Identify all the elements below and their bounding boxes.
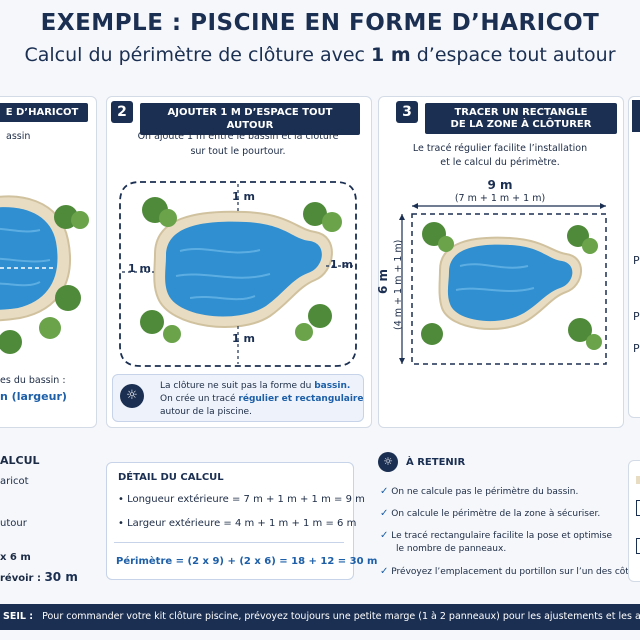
pool-water bbox=[165, 221, 322, 317]
hint-text: On crée un tracé bbox=[160, 394, 239, 404]
page-title: EXEMPLE : PISCINE EN FORME D’HARICOT bbox=[40, 10, 600, 36]
left-calc-heading: ALCUL bbox=[0, 454, 40, 467]
lightbulb-icon: ☼ bbox=[120, 384, 144, 408]
step2-dim-left: 1 m bbox=[128, 262, 151, 275]
step2-number: 2 bbox=[111, 101, 133, 123]
step2-hint-box bbox=[112, 374, 364, 422]
plant-icon bbox=[582, 238, 598, 254]
retenir-text: On calcule le périmètre de la zone à séc… bbox=[391, 509, 601, 519]
step2-dim-bottom: 1 m bbox=[232, 332, 255, 345]
subtitle-text: Calcul du périmètre de clôture avec bbox=[24, 44, 372, 66]
step2-desc-line1: On ajoute 1 m entre le bassin et la clôt… bbox=[137, 131, 339, 142]
step3-tag-line2: DE LA ZONE À CLÔTURER bbox=[425, 118, 617, 134]
step3-rect-illustration bbox=[399, 203, 607, 365]
result-label: révoir : bbox=[0, 573, 45, 584]
calc-width-line: • Largeur extérieure = 4 m + 1 m + 1 m =… bbox=[118, 518, 357, 529]
retenir-text: Le tracé rectangulaire facilite la pose … bbox=[391, 531, 613, 541]
subtitle-highlight: 1 m bbox=[371, 44, 411, 66]
right-edge-panel bbox=[628, 460, 640, 582]
step2-hint-line1: La clôture ne suit pas la forme du bassi… bbox=[160, 380, 350, 393]
left-calc-line3: x 6 m bbox=[0, 552, 31, 563]
hint-text: La clôture ne suit pas la forme du bbox=[160, 381, 315, 391]
step4-tag-stub bbox=[632, 100, 640, 132]
plant-icon bbox=[39, 317, 61, 339]
right-edge-swatch bbox=[636, 500, 640, 516]
plant-icon bbox=[0, 330, 22, 354]
right-edge-swatch bbox=[636, 476, 640, 484]
step3-width-detail: (7 m + 1 m + 1 m) bbox=[454, 193, 546, 204]
result-value: 30 m bbox=[44, 570, 78, 584]
footer-banner: SEIL : Pour commander votre kit clôture … bbox=[0, 604, 640, 630]
step3-number: 3 bbox=[396, 101, 418, 123]
hint-highlight: régulier et rectangulaire bbox=[238, 394, 364, 404]
fence-outline bbox=[119, 181, 357, 367]
step1-desc: assin bbox=[6, 131, 31, 142]
retenir-text: On ne calcule pas le périmètre du bassin… bbox=[391, 487, 579, 497]
step4-letter: P bbox=[633, 254, 640, 267]
step2-desc-line2: sur tout le pourtour. bbox=[190, 146, 286, 157]
retenir-item-cont: le nombre de panneaux. bbox=[396, 544, 507, 554]
plant-icon bbox=[438, 236, 454, 252]
hint-highlight: bassin. bbox=[314, 381, 351, 391]
retenir-item: ✓ Prévoyez l’emplacement du portillon su… bbox=[380, 566, 640, 578]
step1-tag: E D’HARICOT bbox=[0, 103, 88, 122]
plant-icon bbox=[163, 325, 181, 343]
left-calc-line2: utour bbox=[0, 518, 27, 529]
step2-dim-right: 1 m bbox=[330, 258, 353, 271]
step4-panel bbox=[628, 96, 640, 418]
left-calc-line1: aricot bbox=[0, 476, 29, 487]
calc-length-line: • Longueur extérieure = 7 m + 1 m + 1 m … bbox=[118, 494, 365, 505]
step1-pool-illustration bbox=[0, 195, 89, 354]
retenir-item: ✓ On ne calcule pas le périmètre du bass… bbox=[380, 486, 578, 498]
plant-icon bbox=[55, 285, 81, 311]
step2-hint-line3: autour de la piscine. bbox=[160, 407, 252, 417]
calc-perimeter-line: Périmètre = (2 x 9) + (2 x 6) = 18 + 12 … bbox=[116, 556, 378, 567]
step3-desc-line2: et le calcul du périmètre. bbox=[440, 157, 560, 168]
retenir-icon: ☼ bbox=[378, 452, 398, 472]
retenir-item: ✓ Le tracé rectangulaire facilite la pos… bbox=[380, 530, 612, 542]
calc-detail-title: DÉTAIL DU CALCUL bbox=[118, 472, 224, 483]
step2-hint-line2: On crée un tracé régulier et rectangulai… bbox=[160, 393, 363, 406]
plant-icon bbox=[568, 318, 592, 342]
retenir-text: Prévoyez l’emplacement du portillon sur … bbox=[391, 567, 640, 577]
step3-width-value: 9 m bbox=[487, 178, 513, 192]
step2-dim-top: 1 m bbox=[232, 190, 255, 203]
plant-icon bbox=[140, 310, 164, 334]
plant-icon bbox=[421, 323, 443, 345]
subtitle-text-end: d’espace tout autour bbox=[410, 44, 616, 66]
page-subtitle: Calcul du périmètre de clôture avec 1 m … bbox=[0, 44, 640, 66]
footer-label: SEIL : bbox=[3, 611, 34, 622]
plant-icon bbox=[322, 212, 342, 232]
right-edge-swatch bbox=[636, 538, 640, 554]
step3-height-value: 6 m bbox=[376, 268, 390, 294]
step1-dims-value: n (largeur) bbox=[0, 390, 67, 403]
calc-detail-box bbox=[106, 462, 354, 580]
calc-width-text: Largeur extérieure = 4 m + 1 m + 1 m = 6… bbox=[127, 518, 357, 529]
step2-pool-illustration bbox=[119, 181, 357, 367]
step2-tag: AJOUTER 1 M D’ESPACE TOUT AUTOUR bbox=[140, 103, 360, 135]
retenir-item: ✓ On calcule le périmètre de la zone à s… bbox=[380, 508, 600, 520]
plant-icon bbox=[71, 211, 89, 229]
step4-letter: P bbox=[633, 310, 640, 323]
plant-icon bbox=[308, 304, 332, 328]
plant-icon bbox=[159, 209, 177, 227]
check-icon: ✓ bbox=[380, 566, 389, 577]
step3-height-detail: (4 m + 1 m + 1 m) bbox=[393, 239, 404, 330]
retenir-title: À RETENIR bbox=[406, 457, 466, 468]
check-icon: ✓ bbox=[380, 508, 389, 519]
check-icon: ✓ bbox=[380, 486, 389, 497]
footer-text: Pour commander votre kit clôture piscine… bbox=[42, 611, 640, 622]
check-icon: ✓ bbox=[380, 530, 389, 541]
left-calc-result: révoir : 30 m bbox=[0, 570, 78, 584]
fence-rectangle bbox=[411, 213, 607, 365]
calc-length-text: Longueur extérieure = 7 m + 1 m + 1 m = … bbox=[127, 494, 365, 505]
step4-letter: P bbox=[633, 342, 640, 355]
plant-icon bbox=[586, 334, 602, 350]
step3-desc-line1: Le tracé régulier facilite l’installatio… bbox=[412, 143, 588, 154]
step1-dims-label: es du bassin : bbox=[0, 375, 66, 386]
calc-divider bbox=[114, 542, 344, 543]
plant-icon bbox=[295, 323, 313, 341]
plant-icon bbox=[303, 202, 327, 226]
